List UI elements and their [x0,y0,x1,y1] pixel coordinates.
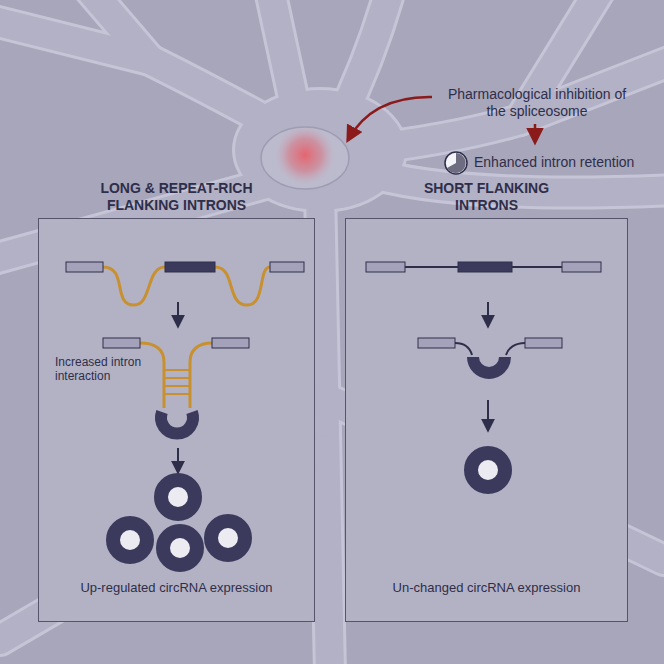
process-note: Increased intron interaction [55,355,153,384]
intron-panel: LONG & REPEAT-RICH FLANKING INTRONS Incre… [38,182,315,622]
circrna-rings [113,480,245,565]
right-pre-mrna [366,262,601,272]
left-pre-mrna [66,262,304,305]
intron-panel: SHORT FLANKING INTRONS Un-changed circRNA… [345,182,628,622]
panel-heading: SHORT FLANKING INTRONS [396,180,577,214]
right-backsplice [418,338,562,373]
clock-icon [445,152,467,174]
effect-label: Enhanced intron retention [474,154,654,171]
outcome-label: Un-changed circRNA expression [345,580,628,596]
panel-border [345,218,628,622]
outcome-label: Up-regulated circRNA expression [38,580,315,596]
left-backsplice [103,338,249,434]
circrna-ring [471,453,505,487]
treatment-label: Pharmacological inhibition of the splice… [437,86,637,120]
panel-border [38,218,315,622]
panel-heading: LONG & REPEAT-RICH FLANKING INTRONS [86,180,267,214]
